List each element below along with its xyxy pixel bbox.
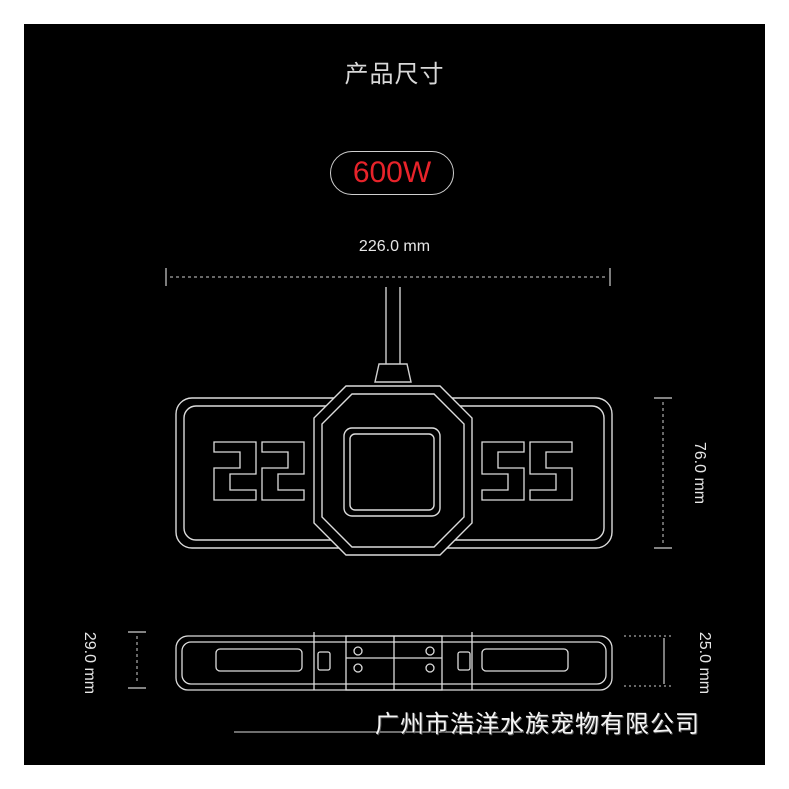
width-dimension-line <box>165 268 611 286</box>
power-cable <box>374 287 412 383</box>
left-pattern-icon <box>213 441 305 501</box>
heater-top-view <box>175 385 613 556</box>
company-watermark: 广州市浩洋水族宠物有限公司 <box>375 710 700 738</box>
side-right-dimension-line <box>624 635 674 687</box>
product-dimension-diagram: 产品尺寸 600W 226.0 mm <box>24 24 765 765</box>
side-right-dimension-label: 25.0 mm <box>696 631 713 695</box>
height-dimension-line <box>654 397 672 549</box>
right-pattern-icon <box>481 441 573 501</box>
heater-side-view <box>175 632 613 733</box>
height-dimension-label: 76.0 mm <box>691 441 708 505</box>
side-left-dimension-label: 29.0 mm <box>81 631 98 695</box>
side-left-dimension-line <box>128 631 146 689</box>
width-dimension-label: 226.0 mm <box>358 238 431 255</box>
page-title: 产品尺寸 <box>344 60 445 88</box>
heater-drawing <box>128 268 674 733</box>
power-badge: 600W <box>330 151 454 195</box>
